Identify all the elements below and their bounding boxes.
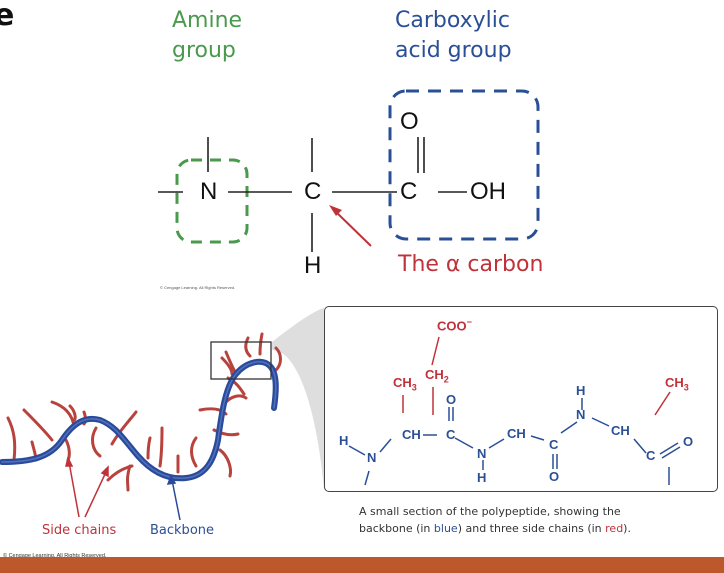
backbone-bonds — [348, 398, 681, 486]
caption-blue-word: blue — [433, 522, 458, 535]
figure-caption: A small section of the polypeptide, show… — [359, 505, 631, 535]
atom-h-left: H — [339, 433, 349, 448]
slide-title-fragment: e — [0, 0, 15, 33]
side-chains-label: Side chains — [42, 523, 117, 538]
polypeptide-ribbon — [0, 308, 324, 521]
carboxyl-dashed-box — [388, 89, 540, 241]
coo-group: COO− — [437, 317, 472, 334]
atom-c-2: C — [549, 437, 559, 452]
copyright-bottom: © Cengage Learning. All Rights Reserved. — [3, 553, 107, 559]
atom-n-right: N — [576, 407, 586, 422]
ch3-right-group: CH3 — [665, 375, 689, 393]
atom-c-3: C — [646, 448, 656, 463]
atom-n: N — [200, 178, 218, 205]
side-chains — [6, 332, 282, 492]
zoom-callout — [272, 308, 324, 490]
atom-ch-2: CH — [507, 426, 526, 441]
side-chain-bonds — [402, 336, 671, 416]
ch3-left-group: CH3 — [393, 375, 417, 393]
atom-o: O — [400, 108, 419, 135]
atom-c-1: C — [446, 427, 456, 442]
atom-ch-3: CH — [611, 423, 630, 438]
side-chain-arrows — [65, 455, 109, 518]
amine-dashed-box — [175, 158, 249, 244]
zoom-highlight-box — [210, 341, 272, 380]
amino-acid-bonds — [158, 89, 540, 252]
atom-n-left: N — [367, 450, 377, 465]
backbone-arrow — [166, 474, 181, 521]
atom-c-alpha: C — [304, 178, 322, 205]
polypeptide-detail-box: COO− CH2 CH3 CH3 H N CH C O N H CH C O N… — [324, 306, 718, 492]
atom-n-mid: N — [477, 446, 487, 461]
atom-o-1: O — [446, 392, 457, 407]
carboxylic-acid-group-label: Carboxylic acid group — [395, 8, 512, 63]
atom-h-right: H — [576, 383, 586, 398]
caption-red-word: red — [605, 522, 624, 535]
atom-o-2: O — [549, 469, 560, 484]
atom-oh: OH — [470, 178, 506, 205]
ch2-group: CH2 — [425, 367, 449, 385]
amine-group-label: Amine group — [172, 8, 243, 63]
slide-footer-bar — [0, 557, 724, 573]
backbone-label: Backbone — [150, 523, 215, 538]
atom-h-mid: H — [477, 470, 487, 485]
alpha-carbon-label: The α carbon — [398, 252, 544, 277]
atom-ch-1: CH — [402, 427, 421, 442]
atom-c-carboxyl: C — [400, 178, 418, 205]
copyright-top: © Cengage Learning. All Rights Reserved. — [160, 285, 236, 290]
peptide-bonds — [348, 336, 681, 486]
atom-h: H — [304, 252, 322, 279]
atom-o-3: O — [683, 434, 694, 449]
